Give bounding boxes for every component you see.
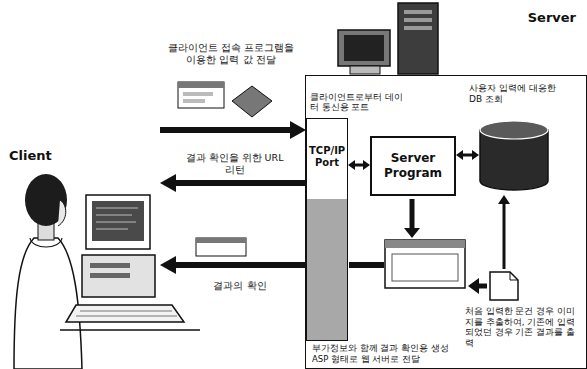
server-tower xyxy=(398,3,438,74)
arrow-head xyxy=(498,195,510,204)
flow-arrow xyxy=(478,284,487,289)
db-top xyxy=(480,121,548,139)
window-icon xyxy=(178,82,224,108)
window-content xyxy=(392,254,458,281)
window-icon xyxy=(196,238,246,256)
window-titlebar xyxy=(385,240,465,248)
keyboard xyxy=(66,305,184,322)
client-label: Client xyxy=(9,148,79,164)
connector-arrow xyxy=(355,164,363,167)
process-box: Server Program xyxy=(370,136,456,196)
screen-line xyxy=(96,229,128,230)
client-person xyxy=(14,174,82,369)
screen-line xyxy=(96,208,138,209)
desk-edge xyxy=(60,329,200,331)
connector-arrow xyxy=(176,180,306,186)
database: 사용자 입력에 대응한 DB 조회 xyxy=(479,119,549,191)
drive-slot xyxy=(404,26,432,30)
note-text: 처음 입력한 문건 경우 이미지를 추출하여, 기존에 입력되었던 경우 기존 … xyxy=(465,306,582,349)
connector-arrow xyxy=(463,154,472,157)
server-screen xyxy=(344,35,384,61)
window-field xyxy=(183,99,205,103)
result-window-icon xyxy=(196,238,246,256)
monitor-screen xyxy=(92,201,144,241)
person-face xyxy=(58,200,66,226)
person-hair xyxy=(25,174,67,226)
file-fold xyxy=(510,272,518,280)
edge-label: 클라이언트 접속 프로그램을 이용한 입력 값 전달 xyxy=(165,42,297,66)
connector-arrow xyxy=(160,127,290,133)
arrow-head xyxy=(468,278,479,294)
flow-arrow xyxy=(410,199,415,229)
drive-slot xyxy=(90,263,130,268)
input-window-icon xyxy=(178,82,224,108)
screen-line xyxy=(96,215,132,216)
port-name: TCP/IP Port xyxy=(309,145,345,169)
port-caption: 클라이언트로부터 데이터 통신용 포트 xyxy=(310,92,410,113)
note-text: 부가정보와 함께 결과 확인용 생성ASP 형태로 웹 서버로 전달 xyxy=(312,343,462,364)
process-name: Server Program xyxy=(376,151,450,180)
db-cylinder xyxy=(479,119,549,191)
server-label: Server xyxy=(506,10,576,26)
server-machines xyxy=(338,3,438,74)
flow-line xyxy=(349,262,384,268)
edge-label: 결과의 확인 xyxy=(200,280,280,292)
computer-case xyxy=(82,255,155,297)
monitor-frame xyxy=(86,195,150,249)
person-body xyxy=(14,238,82,369)
screen-line xyxy=(96,222,136,223)
window-frame xyxy=(385,240,465,288)
drive-slot xyxy=(90,273,130,278)
tcp-ip-port: 클라이언트로부터 데이터 통신용 포트TCP/IP Port xyxy=(306,118,348,341)
arrow-head xyxy=(404,228,420,238)
db-caption: 사용자 입력에 대응한 DB 조회 xyxy=(469,83,569,105)
connector-arrow xyxy=(176,262,306,268)
client-station: Client xyxy=(5,110,160,365)
drive-slot xyxy=(404,18,432,22)
window-field xyxy=(183,92,213,96)
keyboard-row xyxy=(80,311,172,312)
drive-slot xyxy=(404,10,432,14)
network-diamond xyxy=(232,86,272,117)
server-monitor xyxy=(338,30,390,66)
file-icon xyxy=(490,272,518,300)
window-titlebar xyxy=(178,82,224,88)
keyboard-row xyxy=(76,316,177,317)
edge-label: 결과 확인을 위한 URL 리턴 xyxy=(182,152,287,176)
monitor-stand xyxy=(350,66,380,74)
result-page-window xyxy=(385,240,465,288)
flow-arrow xyxy=(503,203,506,269)
window-titlebar xyxy=(196,238,246,243)
